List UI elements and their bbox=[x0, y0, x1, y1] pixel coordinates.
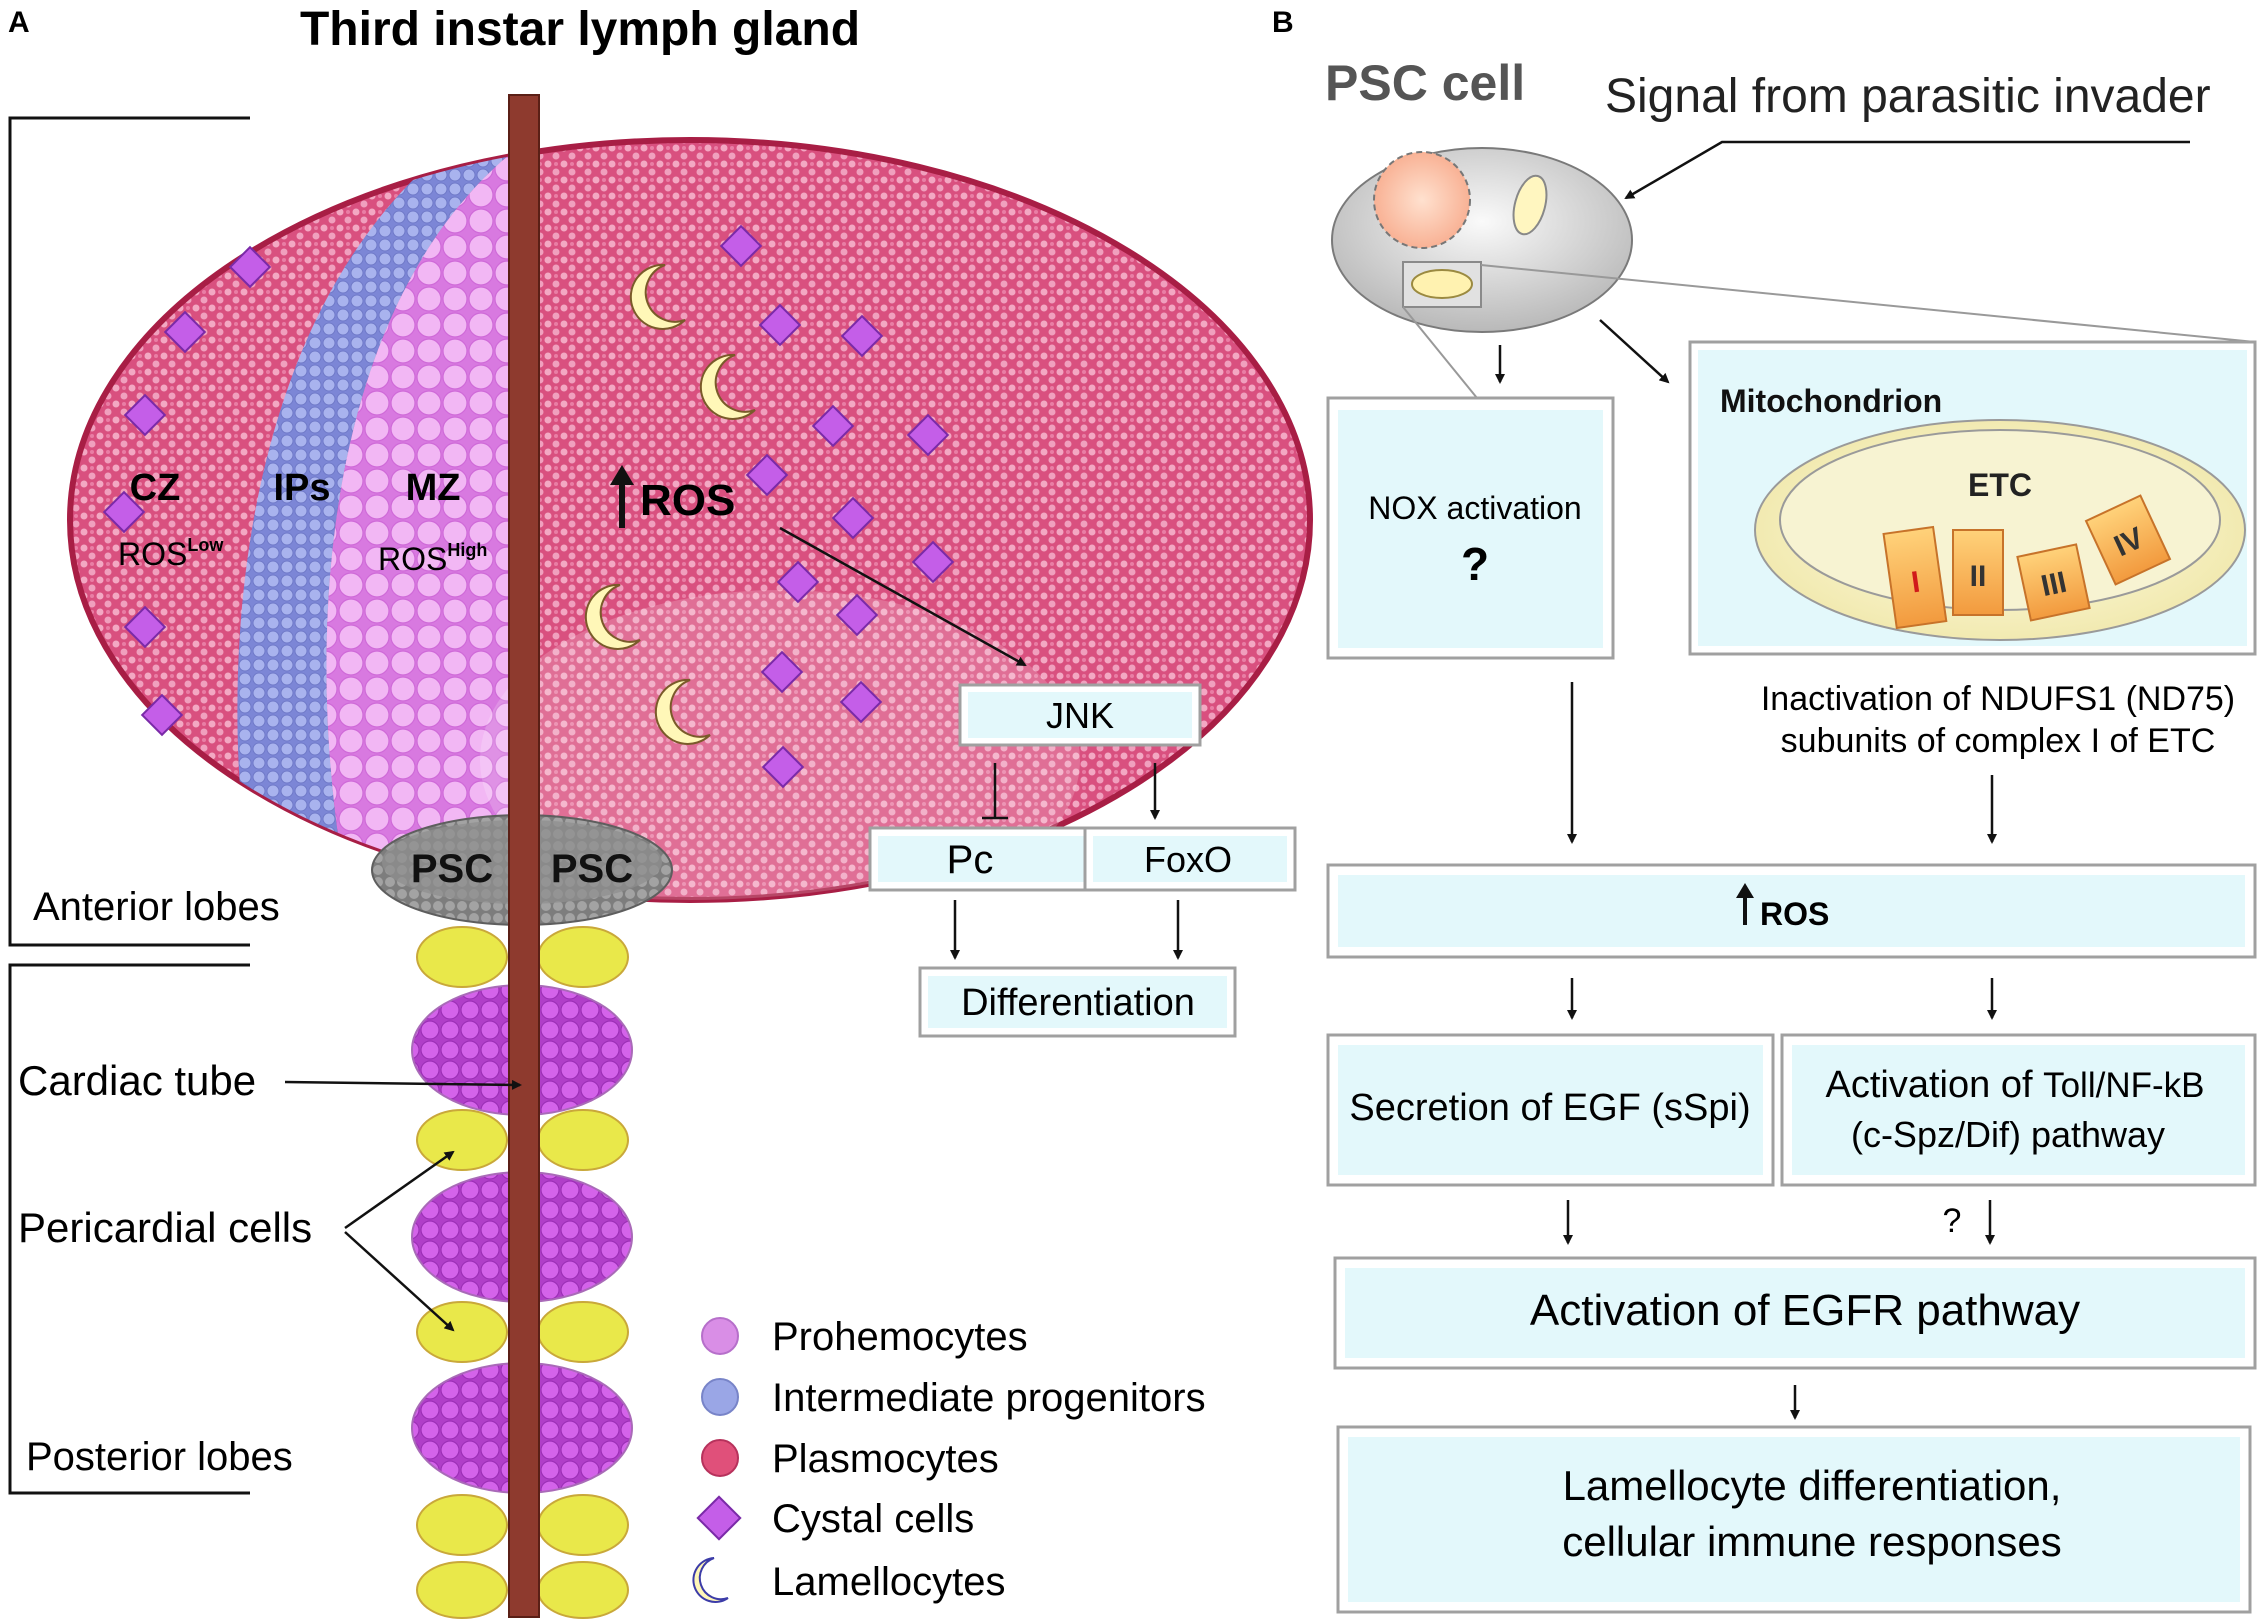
legend-cystal-icon bbox=[696, 1495, 742, 1541]
arrow-signal bbox=[1624, 140, 2190, 200]
posterior-bracket bbox=[8, 963, 250, 1495]
svg-text:NOX activation: NOX activation bbox=[1368, 490, 1581, 526]
legend-plasmocyte-icon bbox=[701, 1439, 739, 1477]
differentiation-box: Differentiation bbox=[918, 966, 1237, 1038]
svg-text:II: II bbox=[1970, 560, 1987, 593]
ips-band bbox=[237, 150, 515, 880]
egf-box: Secretion of EGF (sSpi) bbox=[1326, 1033, 1775, 1187]
arrow-pericardial-2 bbox=[344, 1231, 455, 1332]
pericardial-cells bbox=[416, 926, 629, 1619]
svg-text:?: ? bbox=[1461, 538, 1489, 590]
ros-box: ROS bbox=[1326, 863, 2257, 959]
panel-a-title: Third instar lymph gland bbox=[300, 3, 860, 56]
cz-label: CZ bbox=[130, 467, 181, 509]
lamellocytes bbox=[584, 263, 756, 745]
svg-text:(c-Spz/Dif) pathway: (c-Spz/Dif) pathway bbox=[1851, 1114, 2165, 1155]
panel-a-letter: A bbox=[8, 6, 30, 39]
ros-up-indicator: ROS bbox=[610, 465, 735, 528]
toll-question: ? bbox=[1943, 1202, 1962, 1240]
legend-intermediate-icon bbox=[701, 1378, 739, 1416]
svg-text:Activation of EGFR pathway: Activation of EGFR pathway bbox=[1530, 1286, 2080, 1335]
svg-text:Differentiation: Differentiation bbox=[961, 982, 1195, 1024]
inactivation-line-1: Inactivation of NDUFS1 (ND75) bbox=[1761, 680, 2235, 718]
mitochondrion-box: Mitochondrion ETC I II III IV bbox=[1688, 340, 2257, 656]
ros-cz-label: ROSLow bbox=[118, 535, 224, 572]
legend-prohemocyte-icon bbox=[701, 1317, 739, 1355]
arrow-cardiac bbox=[284, 1079, 522, 1090]
inactivation-line-2: subunits of complex I of ETC bbox=[1781, 722, 2216, 760]
panel-b-letter: B bbox=[1272, 6, 1294, 39]
legend-lamellocytes: Lamellocytes bbox=[772, 1560, 1005, 1604]
legend-plasmocytes: Plasmocytes bbox=[772, 1437, 999, 1481]
svg-text:cellular immune responses: cellular immune responses bbox=[1562, 1518, 2062, 1565]
svg-text:Secretion of EGF (sSpi): Secretion of EGF (sSpi) bbox=[1349, 1087, 1750, 1129]
psc-label-left: PSC bbox=[411, 847, 493, 891]
nucleus bbox=[1373, 151, 1471, 249]
arrow-ros-jnk bbox=[779, 526, 1027, 667]
svg-text:Activation of Toll/NF-kB: Activation of Toll/NF-kB bbox=[1826, 1064, 2205, 1106]
egfr-box: Activation of EGFR pathway bbox=[1333, 1256, 2257, 1370]
svg-text:Pc: Pc bbox=[947, 838, 994, 882]
signal-label: Signal from parasitic invader bbox=[1605, 70, 2211, 123]
legend-cystal: Cystal cells bbox=[772, 1497, 974, 1541]
svg-text:FoxO: FoxO bbox=[1144, 839, 1232, 880]
lamellocyte-box: Lamellocyte differentiation, cellular im… bbox=[1336, 1425, 2252, 1614]
ros-mz-label: ROSHigh bbox=[378, 540, 487, 577]
legend-prohemocytes: Prohemocytes bbox=[772, 1315, 1028, 1359]
pc-box: Pc bbox=[868, 826, 1107, 892]
arrow-cell-mito bbox=[1599, 319, 1670, 384]
mz-band bbox=[326, 140, 520, 880]
cardiac-tube-label: Cardiac tube bbox=[18, 1057, 256, 1104]
legend-lamellocyte-icon bbox=[692, 1557, 729, 1603]
svg-text:Mitochondrion: Mitochondrion bbox=[1720, 383, 1942, 419]
anterior-bracket bbox=[8, 116, 250, 947]
legend-intermediate: Intermediate progenitors bbox=[772, 1376, 1206, 1420]
svg-text:ROS: ROS bbox=[1760, 896, 1829, 932]
cardiac-tube bbox=[508, 94, 540, 1618]
anterior-lobes-label: Anterior lobes bbox=[33, 885, 280, 929]
ips-label: IPs bbox=[273, 467, 330, 509]
arrow-pericardial-1 bbox=[344, 1150, 455, 1230]
nox-box: NOX activation ? bbox=[1326, 396, 1615, 660]
toll-box: Activation of Toll/NF-kB (c-Spz/Dif) pat… bbox=[1780, 1033, 2257, 1187]
mz-label: MZ bbox=[406, 467, 461, 509]
legend: Prohemocytes Intermediate progenitors Pl… bbox=[692, 1315, 1206, 1604]
svg-text:Lamellocyte differentiation,: Lamellocyte differentiation, bbox=[1563, 1462, 2062, 1509]
psc-label-right: PSC bbox=[551, 847, 633, 891]
svg-text:ROS: ROS bbox=[640, 476, 735, 525]
foxo-box: FoxO bbox=[1083, 826, 1297, 892]
posterior-lobes-label: Posterior lobes bbox=[26, 1435, 293, 1479]
jnk-box: JNK bbox=[958, 683, 1202, 747]
svg-text:JNK: JNK bbox=[1046, 695, 1114, 736]
svg-text:ETC: ETC bbox=[1968, 467, 2032, 503]
cystal-cells bbox=[102, 224, 955, 789]
etc-complexes: I II III IV bbox=[1882, 494, 2172, 630]
psc-cell bbox=[1331, 147, 1633, 333]
psc-cell-title: PSC cell bbox=[1325, 55, 1525, 111]
pericardial-cells-label: Pericardial cells bbox=[18, 1204, 312, 1251]
